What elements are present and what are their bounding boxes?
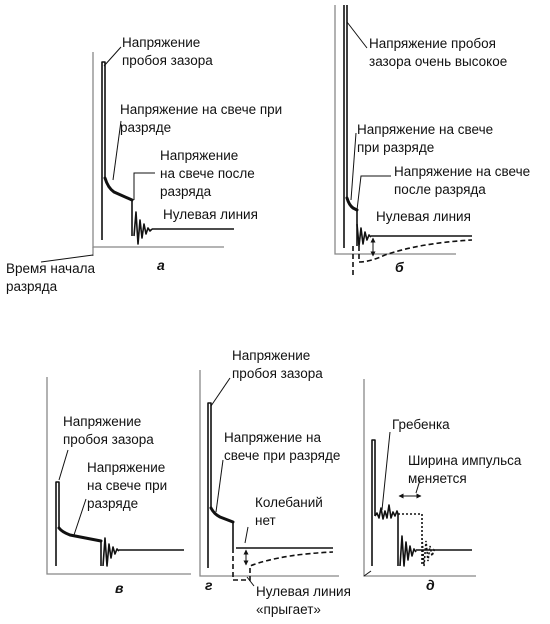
panel-g-caption: г bbox=[205, 577, 213, 593]
panel-g-zero-label: Нулевая линия «прыгает» bbox=[256, 584, 355, 617]
panel-b-breakdown-spike bbox=[343, 5, 348, 248]
panel-g-shifted-baseline bbox=[232, 548, 334, 581]
panel-d-caption: д bbox=[426, 577, 435, 593]
panel-g-discharge-label: Напряжение на свече при разряде bbox=[224, 430, 340, 463]
panel-b-zero-label: Нулевая линия bbox=[376, 209, 471, 224]
panel-d-leader-width bbox=[415, 479, 421, 494]
panel-b-caption: б bbox=[395, 259, 404, 275]
panel-v-ringing bbox=[102, 537, 120, 567]
panel-v: Напряжение пробоя зазора Напряжение на с… bbox=[46, 377, 191, 596]
panel-b-leader-after bbox=[356, 175, 391, 211]
panel-v-leader-discharge bbox=[73, 498, 87, 536]
panel-b-leader-breakdown bbox=[346, 21, 368, 49]
panel-a-discharge-label: Напряжение на свече при разряде bbox=[120, 102, 286, 135]
panel-d-comb-label: Гребенка bbox=[392, 417, 450, 432]
panel-g-leader-discharge bbox=[215, 459, 224, 513]
panel-b-ringing bbox=[356, 223, 372, 247]
panel-v-discharge-voltage bbox=[57, 526, 103, 543]
panel-a-after-label: Напряжение на свече после разряда bbox=[160, 148, 259, 199]
panel-g-noosc-label: Колебаний нет bbox=[255, 495, 327, 528]
panel-b-after-label: Напряжение на свече после разряда bbox=[394, 164, 534, 197]
panel-d: Гребенка Ширина импульса меняется д bbox=[363, 379, 525, 593]
panel-d-ringing bbox=[399, 535, 417, 567]
panel-d-width-label: Ширина импульса меняется bbox=[408, 453, 525, 486]
panel-a-leader-start bbox=[40, 254, 94, 263]
panel-b: Напряжение пробоя зазора очень высокое Н… bbox=[334, 5, 534, 276]
panel-a: Напряжение пробоя зазора Напряжение на с… bbox=[6, 35, 286, 294]
panel-v-breakdown-spike bbox=[55, 481, 60, 566]
panel-a-start-label: Время начала разряда bbox=[6, 261, 99, 294]
panel-a-zero-label: Нулевая линия bbox=[163, 207, 258, 222]
panel-b-discharge-voltage bbox=[345, 196, 359, 212]
panel-g-leader-zero bbox=[246, 576, 255, 587]
panel-g-axes bbox=[199, 370, 339, 577]
panel-b-shifted-baseline bbox=[352, 239, 473, 276]
panel-a-breakdown-spike bbox=[101, 61, 106, 240]
panel-v-leader-breakdown bbox=[58, 449, 69, 481]
panel-g-leader-breakdown bbox=[210, 377, 231, 407]
panel-a-leader-discharge bbox=[112, 120, 122, 181]
panel-a-leader-breakdown bbox=[103, 46, 122, 67]
panel-d-comb bbox=[374, 504, 399, 520]
panel-a-discharge-voltage bbox=[103, 176, 134, 202]
panel-d-start-tick bbox=[363, 570, 372, 577]
panel-v-discharge-label: Напряжение на свече при разряде bbox=[87, 460, 171, 511]
panel-d-variable-width bbox=[398, 513, 437, 567]
panel-v-breakdown-label: Напряжение пробоя зазора bbox=[63, 414, 154, 447]
panel-b-breakdown-label: Напряжение пробоя зазора очень высокое bbox=[369, 36, 507, 69]
panel-a-breakdown-label: Напряжение пробоя зазора bbox=[122, 35, 213, 68]
panel-b-leader-discharge bbox=[350, 132, 357, 201]
panel-g-leader-noosc bbox=[244, 526, 249, 544]
panel-g-discharge-voltage bbox=[209, 506, 235, 524]
panel-b-discharge-label: Напряжение на свече при разряде bbox=[357, 122, 497, 155]
panel-d-leader-comb bbox=[381, 431, 391, 511]
panel-v-axes bbox=[46, 377, 191, 575]
panel-a-caption: а bbox=[157, 257, 165, 273]
panel-b-axes bbox=[334, 5, 456, 255]
panel-g: Напряжение пробоя зазора Напряжение на с… bbox=[199, 348, 355, 617]
panel-g-breakdown-label: Напряжение пробоя зазора bbox=[232, 348, 323, 381]
panel-a-leader-after bbox=[133, 172, 155, 200]
panel-a-ringing bbox=[133, 211, 153, 245]
panel-v-caption: в bbox=[115, 580, 124, 596]
panel-g-breakdown-spike bbox=[207, 402, 212, 568]
panel-d-breakdown-spike bbox=[371, 439, 376, 566]
